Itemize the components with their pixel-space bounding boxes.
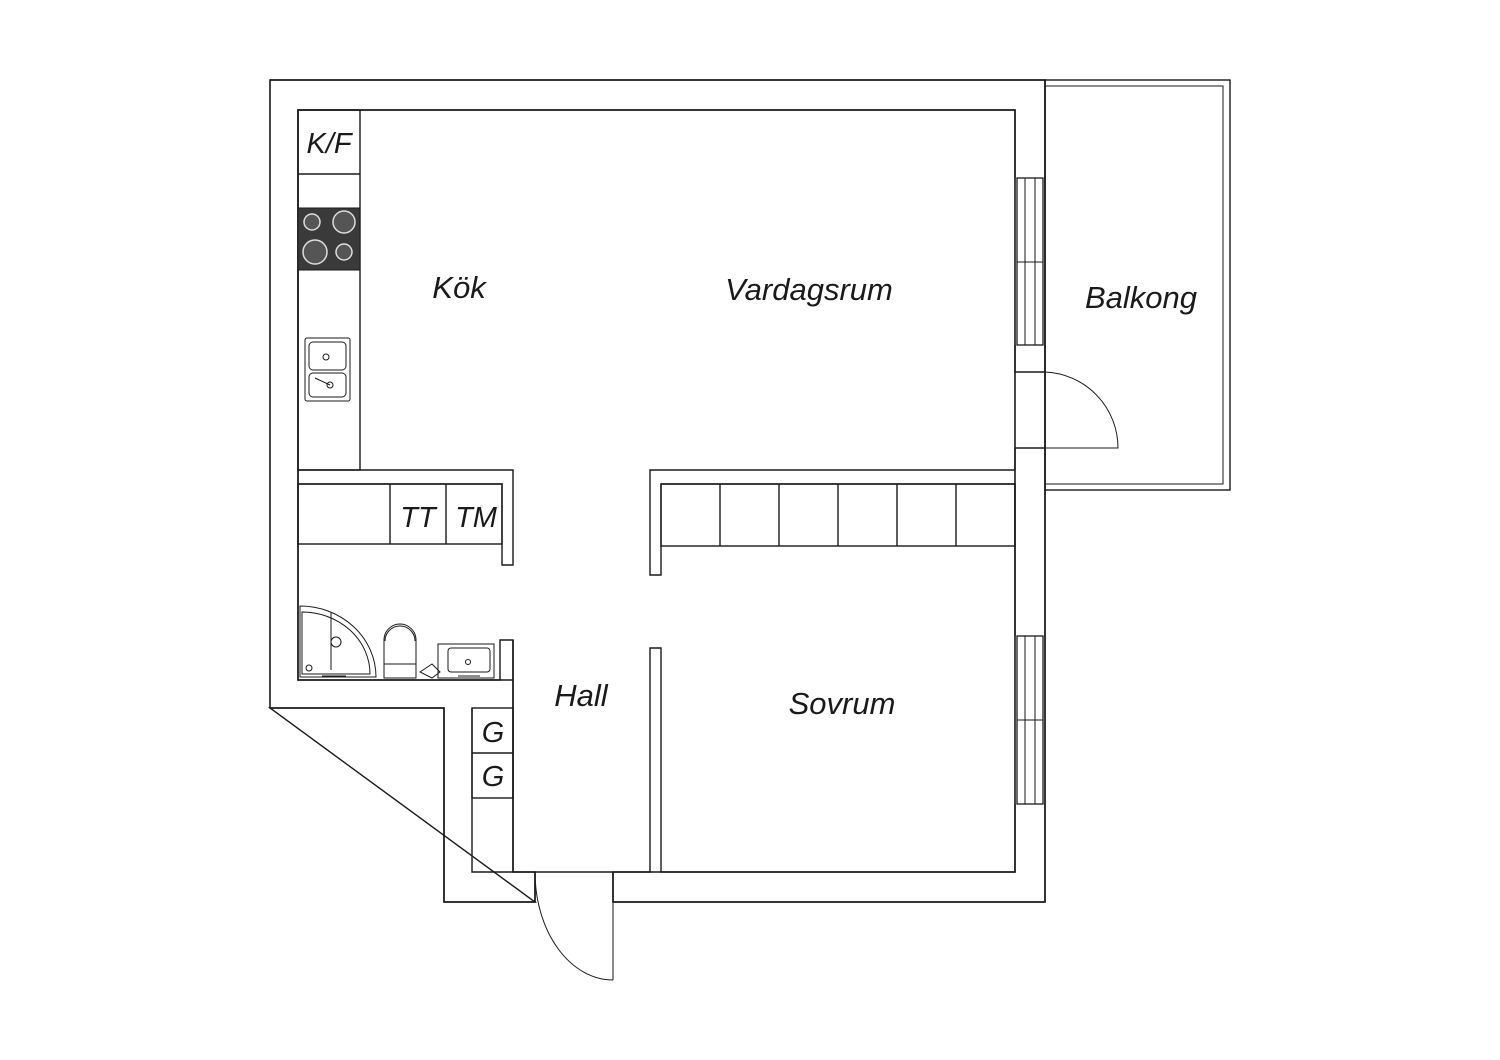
sink-icon [304,337,351,402]
label-kitchen: Kök [432,270,487,305]
label-living-room: Vardagsrum [725,272,893,307]
toilet-icon [383,623,417,679]
window-icon [1016,635,1044,805]
stove-icon [297,207,361,271]
label-bedroom: Sovrum [789,686,896,721]
outer-wall-outline [267,79,1046,903]
label-balcony: Balkong [1085,280,1197,315]
label-fridge-freezer: K/F [306,128,353,160]
window-icon [1016,177,1044,346]
laundry-counter [297,483,503,545]
label-dryer: TT [400,502,438,534]
inner-wall-outline [298,109,1045,902]
balcony [1044,79,1231,491]
label-hall: Hall [554,678,609,713]
inner-wall-left [297,110,536,902]
kitchen-counter [297,109,361,471]
door-swing-icon [534,871,614,981]
label-washer: TM [455,502,498,534]
door-swing-icon [1044,371,1119,449]
hall-wardrobe [471,707,514,799]
outer-wall [269,79,1046,903]
bedroom-wardrobe [660,483,1016,547]
washbasin-icon [419,643,495,679]
label-wardrobe-1: G [482,717,505,749]
label-wardrobe-2: G [482,761,505,793]
shower-icon [299,605,377,678]
